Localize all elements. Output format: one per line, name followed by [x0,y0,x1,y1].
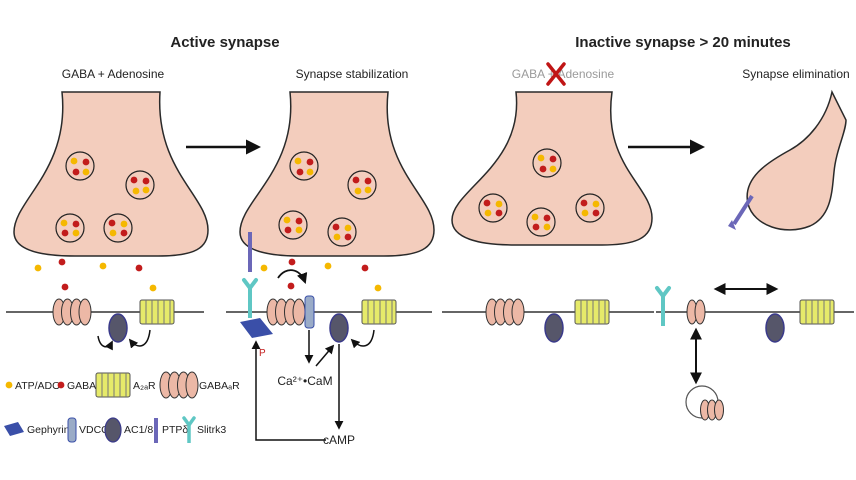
header-inactive: Inactive synapse > 20 minutes [575,34,791,51]
cross-out-icon [546,62,566,86]
gabaa-receptor [266,298,306,326]
vesicle [532,148,562,178]
ac18-enzyme [544,313,564,343]
ptpd-retracting [732,194,754,226]
gabaa-receptor-internalizing [686,299,706,325]
ca-cam-label: Ca²⁺•CaM [277,374,332,388]
legend-ac18-icon [104,417,122,443]
vesicle [65,151,95,181]
legend-vdcc: VDCC [79,424,109,436]
camp-label: cAMP [323,433,355,447]
gabaa-receptor [52,298,92,326]
legend-ac18: AC1/8 [124,424,153,436]
legend-row-2: Gephyrin VDCC AC1/8 PTPδ Slitrk3 [4,416,226,443]
gabaa-receptor [485,298,525,326]
released-transmitters-2 [260,258,382,292]
vesicle [278,210,308,240]
curved-arrow [97,335,113,351]
arrow-ca-to-ac [315,344,335,367]
ptpd-retracting-tip [728,220,736,230]
legend-gaba-icon [57,381,65,389]
vesicle [103,213,133,243]
ac18-enzyme [329,313,349,343]
stage-label-4: Synapse elimination [742,67,849,81]
ac18-enzyme [108,313,128,343]
presynaptic-terminal-shrinking [746,89,847,231]
vesicle [347,170,377,200]
legend-a2ar: A₂ₐR [133,380,156,392]
vesicle [327,217,357,247]
legend-atp-ado: ATP/ADO [15,380,60,392]
ac18-enzyme [765,313,785,343]
a2a-receptor [361,299,397,325]
curved-arrow [128,329,151,349]
vesicle [478,193,508,223]
curved-arrow [277,269,308,285]
gephyrin-scaffold [240,318,273,338]
legend-slitrk3-icon [182,416,196,443]
phospho-label: P [259,348,266,359]
legend-a2ar-icon [95,372,131,398]
legend-row-1: ATP/ADO GABA A₂ₐR GABAₐR [5,371,240,399]
legend-gaba: GABA [67,380,96,392]
legend-gephyrin-icon [4,422,24,436]
arrow-camp-to-gephyrin [251,340,326,441]
released-transmitters-1 [34,258,157,292]
curved-arrow [350,329,375,349]
a2a-receptor [139,299,175,325]
stage-label-2: Synapse stabilization [296,67,409,81]
a2a-receptor [799,299,835,325]
vdcc-channel [304,295,315,329]
legend-gabaar-icon [159,371,199,399]
slitrk3-receptor [655,286,671,328]
vesicle [526,207,556,237]
gabaa-receptor-endocytosed [700,399,724,421]
vesicle [575,193,605,223]
a2a-receptor [574,299,610,325]
legend-vdcc-icon [67,417,77,443]
stage-label-1: GABA + Adenosine [62,67,165,81]
vesicle [125,170,155,200]
stage-label-3: GABA + Adenosine [512,67,615,81]
vesicle [289,151,319,181]
legend-gephyrin: Gephyrin [27,424,70,436]
legend-slitrk3: Slitrk3 [197,424,226,436]
header-active: Active synapse [170,34,279,51]
vesicle [55,213,85,243]
legend-gabaar: GABAₐR [199,380,240,392]
legend-ptpd: PTPδ [162,424,188,436]
presynaptic-terminal-1 [13,91,209,257]
legend-atp-ado-icon [5,381,13,389]
